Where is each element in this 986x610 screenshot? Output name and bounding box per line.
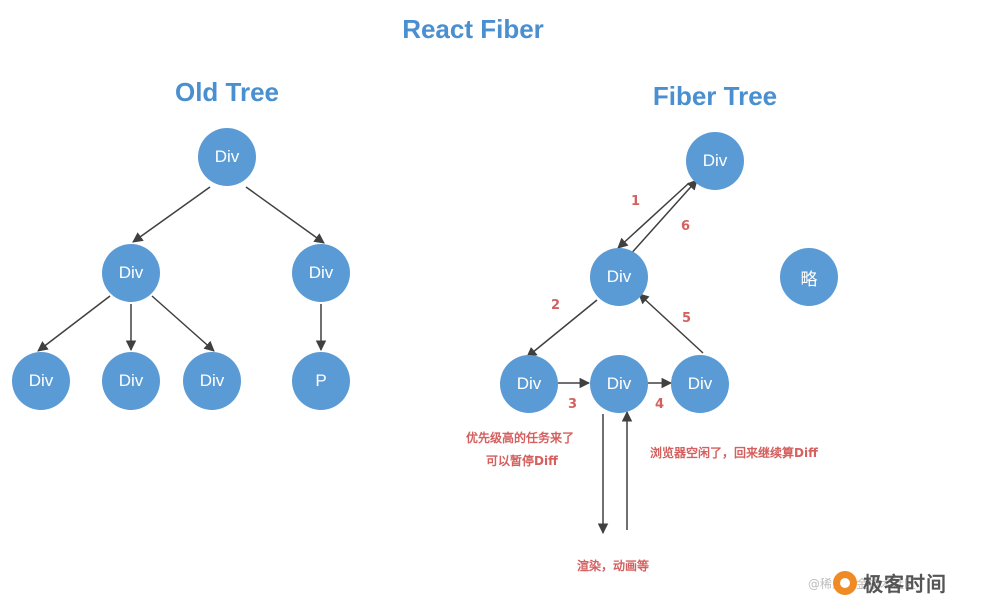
old-root-node: Div <box>198 128 256 186</box>
diagram-title: React Fiber <box>402 14 544 44</box>
fiber-omitted-node: 略 <box>780 248 838 306</box>
old-edge-left-leaf1 <box>37 295 111 352</box>
note-interrupt-line-2: 可以暂停Diff <box>486 454 558 468</box>
old-p-node: P <box>292 352 350 410</box>
step-label-2: 2 <box>551 298 561 313</box>
step-label-6: 6 <box>681 219 691 234</box>
fiber-child-node-2: Div <box>590 355 648 413</box>
old-left-node: Div <box>102 244 160 302</box>
watermark-brand-group: 极客时间 <box>833 568 947 597</box>
geektime-logo-icon <box>833 570 857 595</box>
note-render: 渲染，动画等 <box>577 559 650 573</box>
step-label-3: 3 <box>568 397 578 412</box>
old-leaf-node-1: Div <box>12 352 70 410</box>
old-edge-left-leaf3 <box>151 295 215 352</box>
old-leaf-node-2: Div <box>102 352 160 410</box>
old-edge-root-left <box>132 186 211 243</box>
fiber-mid-node: Div <box>590 248 648 306</box>
old-edge-root-right <box>245 186 325 244</box>
step-label-1: 1 <box>631 194 641 209</box>
fiber-edge-1 <box>617 182 690 249</box>
fiber-child-node-3: Div <box>671 355 729 413</box>
note-resume: 浏览器空闲了，回来继续算Diff <box>650 446 818 460</box>
fiber-edge-5 <box>638 293 704 354</box>
step-label-5: 5 <box>682 311 692 326</box>
note-interrupt-line-1: 优先级高的任务来了 <box>466 431 575 445</box>
fiber-tree-title: Fiber Tree <box>652 81 778 111</box>
old-leaf-node-3: Div <box>183 352 241 410</box>
fiber-root-node: Div <box>686 132 744 190</box>
fiber-edge-2 <box>526 299 598 358</box>
old-right-node: Div <box>292 244 350 302</box>
fiber-child-node-1: Div <box>500 355 558 413</box>
fiber-edge-6 <box>628 179 698 257</box>
old-tree-title: Old Tree <box>174 77 280 107</box>
step-label-4: 4 <box>655 397 665 412</box>
watermark-brand: 极客时间 <box>863 572 947 596</box>
